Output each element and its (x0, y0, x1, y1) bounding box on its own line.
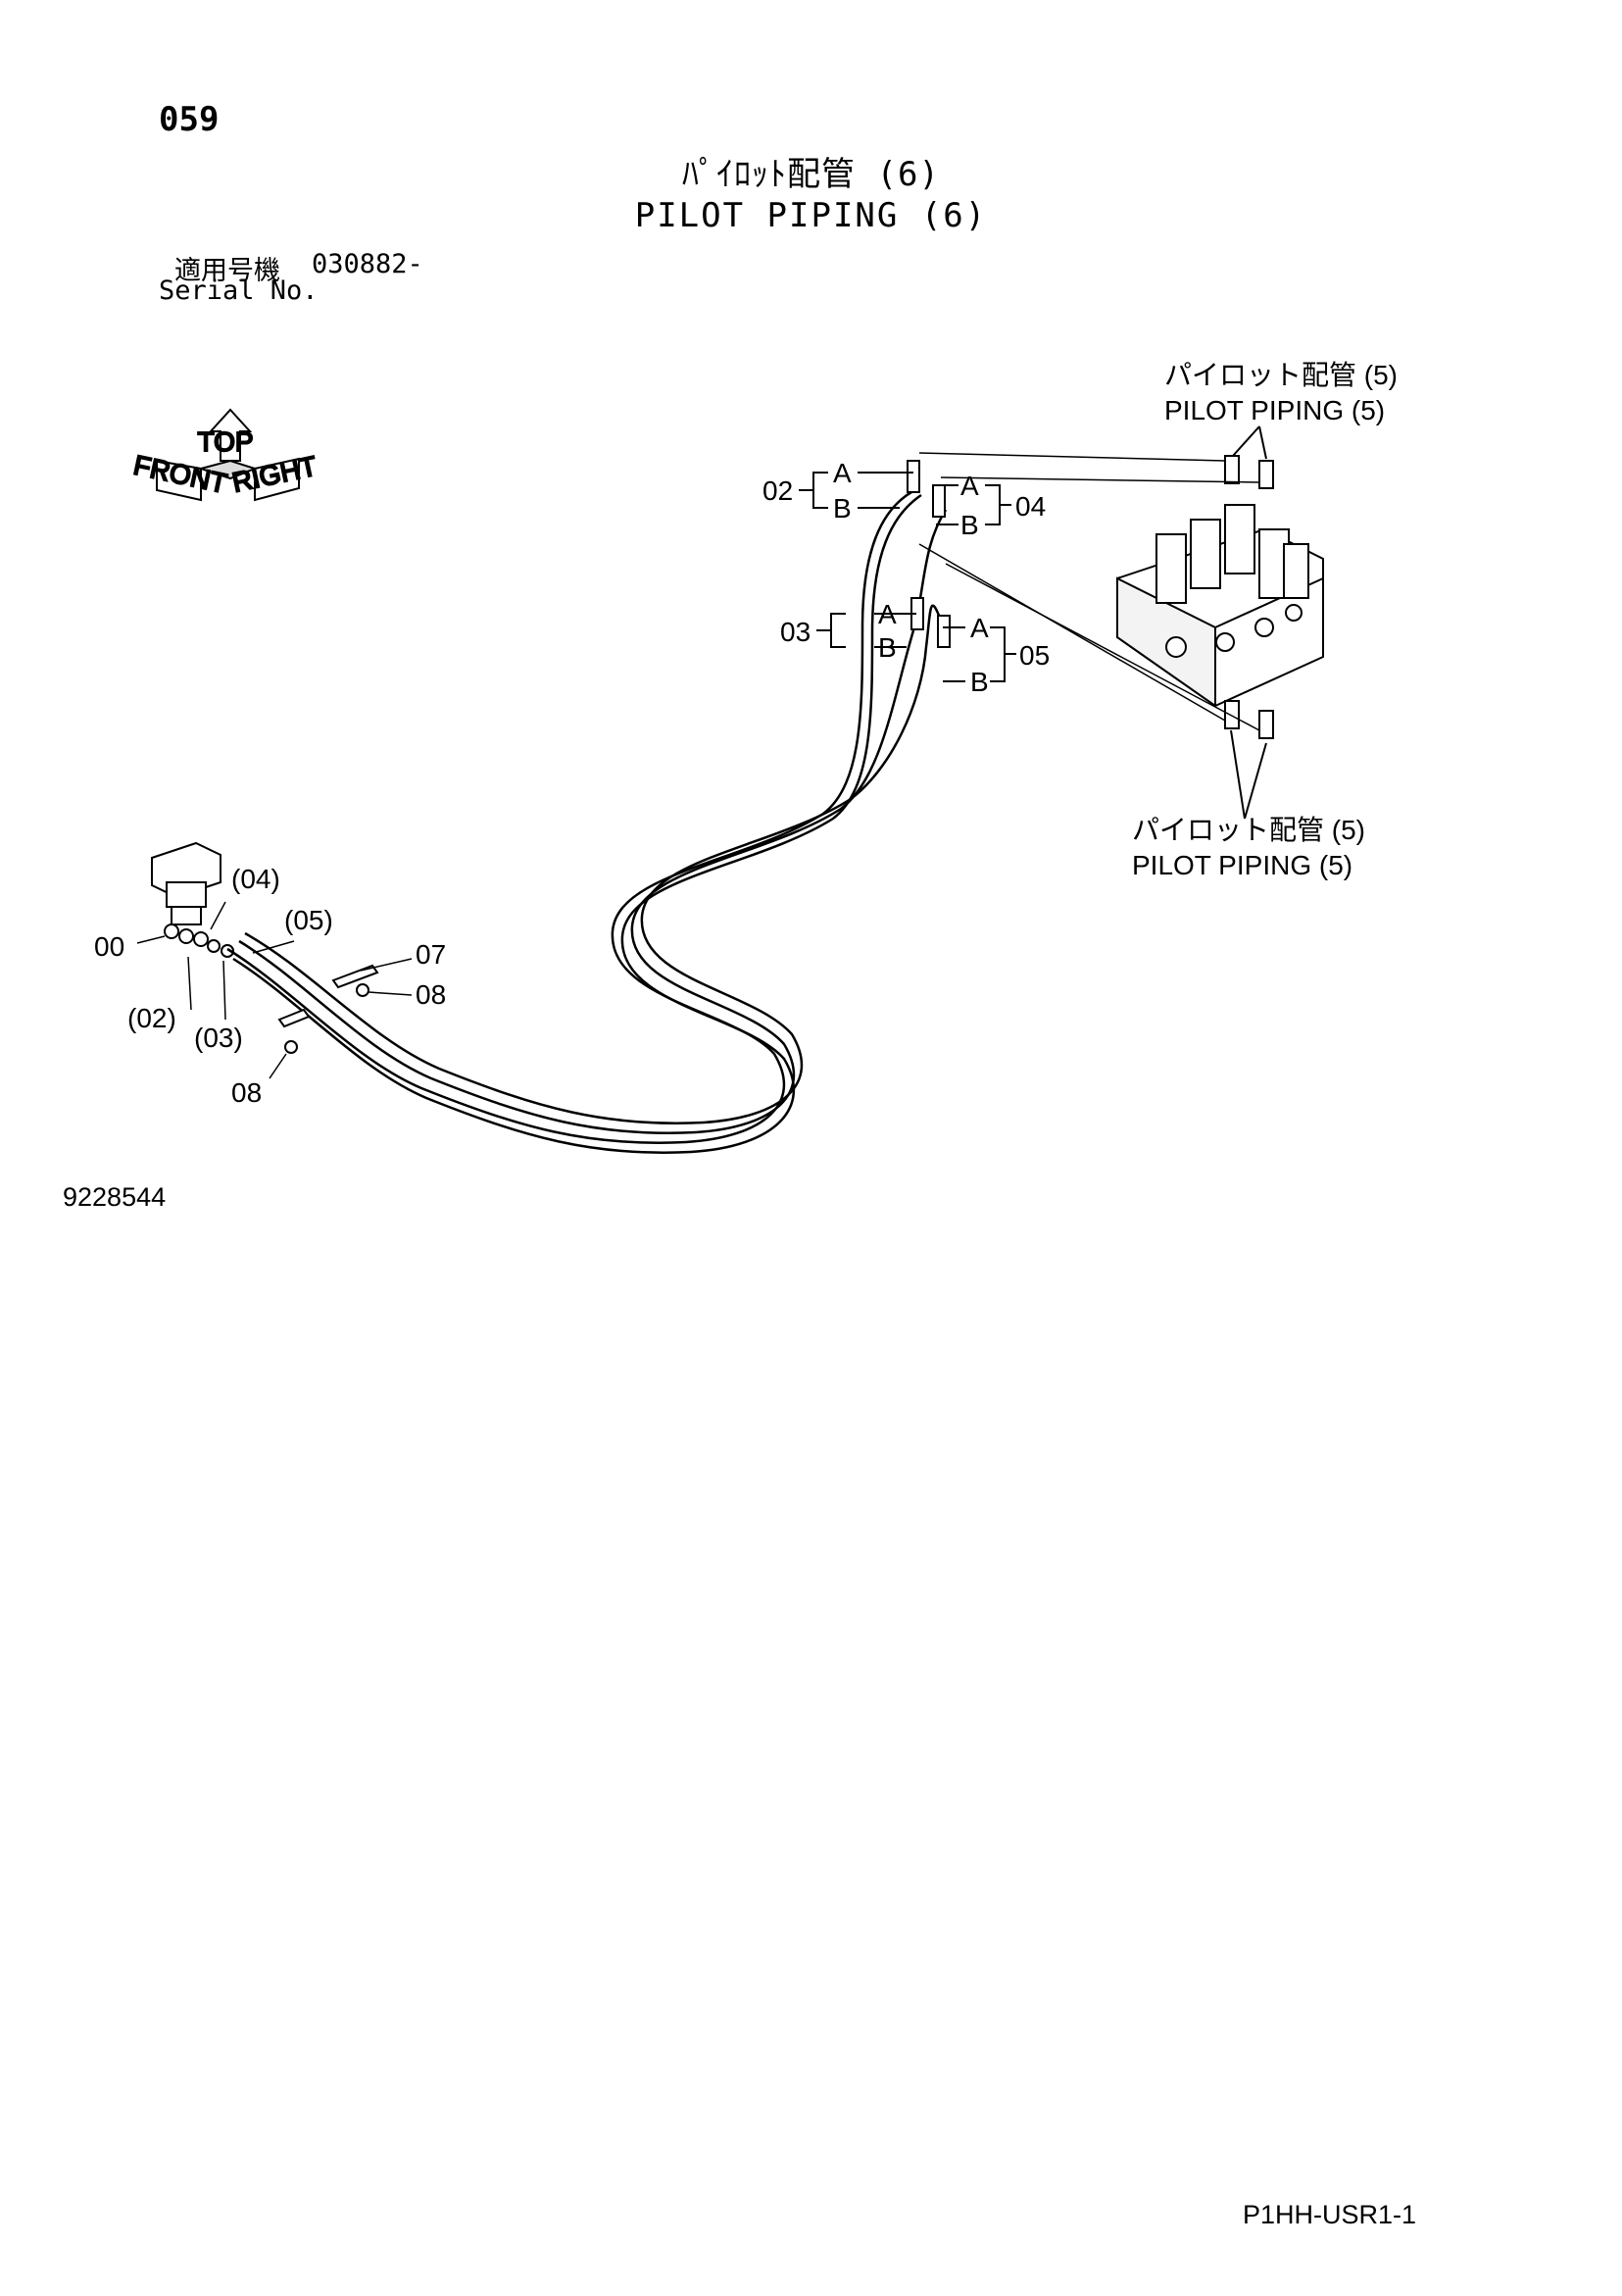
page-number: 059 (159, 100, 220, 139)
serial-number: 030882- (312, 249, 423, 279)
hose-02-label: 02 (762, 475, 793, 506)
hose-bundle (226, 490, 948, 1154)
pilot-valve-drawing (151, 841, 234, 958)
orientation-arrows-icon: TOP FRONT RIGHT (130, 408, 320, 502)
hose-04-end-a: A (960, 471, 979, 501)
part-00-label: 00 (94, 931, 124, 962)
drawing-id: 9228544 (63, 1182, 167, 1212)
callout-brackets (799, 472, 1016, 682)
ref-05-label: (05) (284, 905, 333, 935)
hose-02-end-b: B (833, 493, 852, 524)
reference-leaders (1230, 425, 1267, 820)
reference-upper-japanese: パイロット配管 (5) (1164, 360, 1398, 390)
part-08-lower-label: 08 (231, 1077, 262, 1108)
part-08-label: 08 (416, 979, 446, 1010)
page-title: PILOT PIPING (6) (634, 196, 988, 235)
mounting-brackets (277, 964, 379, 1054)
ref-02-label: (02) (127, 1003, 176, 1033)
serial-label-japanese: 適用号機 (174, 256, 280, 286)
hose-04-end-b: B (960, 510, 979, 540)
part-leaders (136, 901, 413, 1079)
hose-02-end-a: A (833, 458, 852, 488)
hose-end-fittings (907, 460, 951, 648)
hose-04-label: 04 (1015, 491, 1046, 522)
control-valve-drawing (1116, 455, 1324, 739)
hose-05-label: 05 (1019, 640, 1050, 671)
ref-03-label: (03) (194, 1023, 243, 1053)
hose-03-end-b: B (878, 632, 897, 663)
reference-upper-english: PILOT PIPING (5) (1164, 395, 1385, 425)
orientation-top-label: TOP (197, 426, 253, 457)
ref-04-label: (04) (231, 864, 280, 894)
hose-03-end-a: A (878, 599, 897, 629)
reference-lower-english: PILOT PIPING (5) (1132, 850, 1352, 880)
hose-05-end-a: A (970, 613, 989, 643)
hose-05-end-b: B (970, 667, 989, 697)
page-title-japanese: ﾊﾟｲﾛｯﾄ配管 (6) (682, 155, 940, 194)
document-code: P1HH-USR1-1 (1243, 2200, 1417, 2229)
part-07-label: 07 (416, 939, 446, 970)
serial-label: Serial No. (159, 275, 319, 306)
reference-lower-japanese: パイロット配管 (5) (1132, 815, 1365, 845)
hose-03-label: 03 (780, 617, 811, 647)
connection-lines (918, 452, 1260, 731)
